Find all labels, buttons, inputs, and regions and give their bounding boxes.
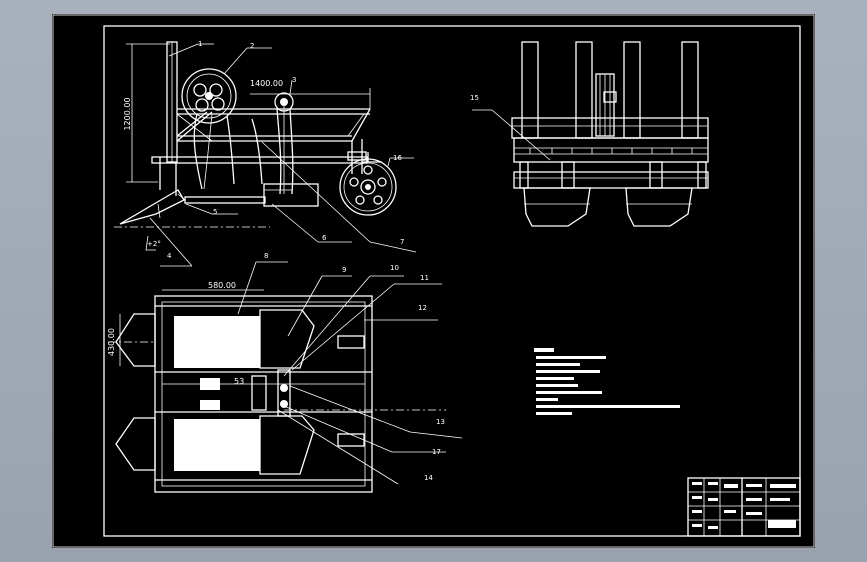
callout-8: 8: [264, 252, 268, 260]
drawing-sheet: 1200.00: [52, 14, 815, 548]
dim-angle: +2°: [147, 240, 161, 248]
callout-6: 6: [322, 234, 327, 242]
callout-7: 7: [400, 238, 404, 246]
callout-14: 14: [424, 474, 433, 482]
large-sprocket: [181, 68, 237, 124]
dim-height: 1200.00: [123, 97, 132, 130]
callout-2: 2: [250, 42, 254, 50]
top-view: 430.00 580.00 53: [107, 281, 446, 493]
side-hopper-upper: [115, 313, 156, 367]
front-view: 15: [470, 41, 709, 227]
sheet-border-outer: [52, 14, 815, 548]
callout-10: 10: [390, 264, 399, 272]
hopper-lower: [174, 419, 260, 471]
callout-15: 15: [470, 94, 479, 102]
callout-5: 5: [213, 208, 217, 216]
callout-9: 9: [342, 266, 346, 274]
side-hopper-lower: [115, 417, 156, 471]
callout-11: 11: [420, 274, 429, 282]
dim-width-side: 430.00: [107, 328, 116, 356]
callout-4: 4: [167, 252, 172, 260]
dim-width-top: 580.00: [208, 281, 236, 290]
side-view: 1200.00: [114, 41, 397, 251]
dim-small: 53: [234, 377, 244, 386]
cad-drawing: 1200.00: [52, 14, 815, 548]
technical-notes: [534, 348, 680, 415]
side-view-callouts: 1 2 3 4 5 6 7 16: [149, 40, 417, 267]
top-view-callouts: 8 9 10 11 12 13 17 14: [237, 252, 463, 485]
plow-blade: [119, 189, 185, 225]
top-frame: [154, 295, 373, 493]
motor-box: [263, 183, 319, 207]
hopper-upper: [174, 316, 260, 368]
callout-13: 13: [436, 418, 445, 426]
plow-left: [523, 187, 591, 227]
callout-12: 12: [418, 304, 427, 312]
plow-right: [625, 187, 693, 227]
callout-3: 3: [292, 76, 296, 84]
callout-16: 16: [393, 154, 402, 162]
callout-1: 1: [198, 40, 202, 48]
dim-length: 1400.00: [250, 79, 283, 88]
callout-17: 17: [432, 448, 441, 456]
sheet-border-inner: [103, 25, 801, 537]
title-block: [687, 477, 801, 537]
